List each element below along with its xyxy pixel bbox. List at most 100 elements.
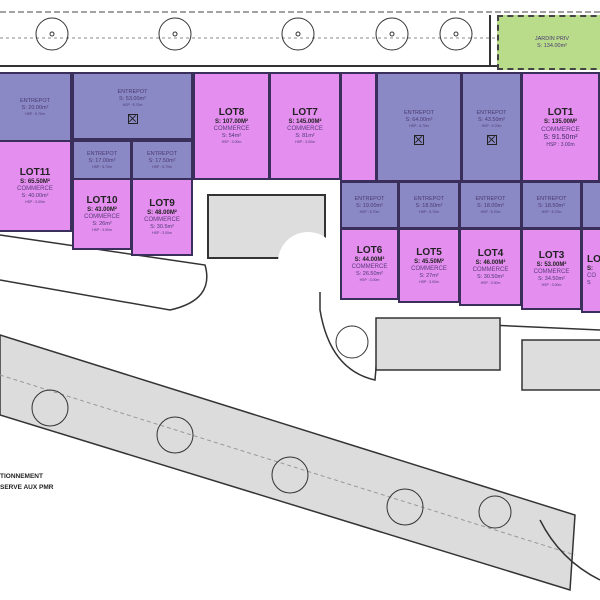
tree-icon: [386, 488, 424, 526]
road-right: [319, 240, 600, 381]
entrepot-cell: ENTREPOT S: 18.00m² HSP : 5.70m: [459, 181, 522, 229]
lot-area: S: 26.50m²: [356, 271, 383, 277]
lot-type: COMMERCE: [84, 214, 120, 220]
lot-7: LOT7 S: 145.00M² COMMERCE S: 81m² HSP : …: [269, 72, 341, 180]
jardin-area: S: 134.00m²: [537, 42, 567, 49]
entrepot-cell: ENTREPOT S: 17.00m² HSP : 5.70m: [72, 140, 132, 180]
tree-icon: [439, 17, 473, 51]
lot-area: S: 26m²: [92, 221, 112, 227]
lot-area: S: 34.50m²: [538, 276, 565, 282]
lot-type: COMMERCE: [17, 186, 53, 192]
lot-name: LOT3: [538, 250, 565, 261]
entrepot-label: ENTREPOT: [476, 109, 507, 116]
tree-icon: [35, 17, 69, 51]
tree-icon: [31, 389, 69, 427]
trees-parking: [31, 325, 512, 529]
jardin-label: JARDIN PRIV: [534, 35, 570, 42]
lot-area: S: 91.50m²: [543, 133, 578, 141]
entrepot-label: ENTREPOT: [20, 97, 50, 104]
entrepot-label: ENTREPOT: [536, 195, 567, 202]
lot-6: LOT6 S: 44.00M² COMMERCE S: 26.50m² HSP …: [340, 228, 399, 300]
road-curve: [539, 519, 600, 581]
entrepot-label: ENTREPOT: [404, 109, 434, 116]
entrepot-area: S: 43.50m²: [478, 116, 505, 123]
entrepot-hsp: HSP : 5.70m: [409, 123, 429, 128]
entrepot-area: S: 20.00m²: [21, 104, 49, 111]
entrepot-label: ENTREPOT: [354, 195, 385, 202]
lot-hsp: HSP : 3.00m: [152, 231, 172, 235]
gray-block: [207, 194, 326, 259]
lot-area: S: [587, 280, 591, 286]
entrepot-area: S: 53.00m²: [119, 95, 146, 102]
lot-10: LOT10 S: 43.00M² COMMERCE S: 26m² HSP : …: [72, 178, 132, 250]
lot-2: LOT2 S: CO S: [581, 228, 600, 313]
lot-name: LOT1: [547, 106, 574, 118]
lot-hsp: HSP : 3.00m: [480, 281, 501, 285]
entrepot-label: ENTREPOT: [117, 88, 148, 95]
parking-note-line2: SERVE AUX PMR: [0, 484, 54, 491]
tree-icon: [156, 416, 194, 454]
lot-hsp: HSP : 3.00m: [359, 278, 380, 282]
lot-total-area: S: 53.00M²: [536, 262, 567, 268]
entrepot-area: S: 17.00m²: [88, 157, 116, 164]
entrepot-area: S: 18.50m²: [538, 202, 565, 209]
tree-icon: [158, 17, 192, 51]
entrepot-hsp: HSP : 5.70m: [419, 209, 439, 214]
lot-total-area: S: 45.50M²: [414, 258, 444, 265]
column-icon: [414, 134, 424, 145]
tree-icon: [49, 31, 55, 37]
lot-type: COMMERCE: [351, 264, 388, 270]
lot-type: COMMERCE: [533, 269, 570, 275]
lot-hsp: HSP : 3.00m: [419, 279, 439, 284]
entrepot-hsp: HSP : 5.70m: [481, 123, 502, 128]
tree-icon: [478, 495, 512, 529]
lot-area: S: 81m²: [295, 133, 315, 139]
entrepot-hsp: HSP : 5.70m: [359, 209, 380, 214]
lot-hsp: HSP : 3.00m: [92, 228, 112, 232]
entrepot-hsp: HSP : 5.70m: [92, 164, 112, 169]
lot-area: S: 40.00m²: [21, 193, 49, 199]
entrepot-label: ENTREPOT: [87, 150, 117, 157]
lot-name: LOT5: [416, 246, 442, 258]
entrepot-label: ENTREPOT: [147, 150, 177, 157]
lot-hsp: HSP : 3.00m: [546, 141, 575, 148]
lot-name: LOT10: [86, 195, 118, 206]
entrepot-hsp: HSP : 5.70m: [122, 102, 143, 107]
lot-type: COMMERCE: [541, 125, 580, 133]
parking-strip: [0, 334, 576, 591]
entrepot-hsp: HSP : 5.70m: [152, 164, 172, 169]
lot-5: LOT5 S: 45.50M² COMMERCE S: 27m² HSP : 3…: [398, 228, 460, 303]
entrepot-cell: [581, 181, 600, 229]
lot-total-area: S: 44.00M²: [354, 257, 385, 263]
lot-1: LOT1 S: 135.00M² COMMERCE S: 91.50m² HSP…: [521, 72, 600, 182]
entrepot-area: S: 64.00m²: [405, 116, 433, 123]
entrepot-area: S: 18.50m²: [415, 202, 443, 209]
tree-icon: [271, 456, 309, 494]
entrepot-hsp: HSP : 5.70m: [480, 209, 501, 214]
lot-name: LOT8: [218, 107, 245, 118]
lot-type: COMMERCE: [144, 217, 180, 223]
parking-axis: [0, 374, 576, 556]
lot-name: LOT7: [292, 107, 318, 118]
entrepot-cell: ENTREPOT S: 18.50m² HSP : 5.70m: [521, 181, 582, 229]
lot-total-area: S: 107.00M²: [214, 119, 248, 125]
parking-note-line1: TIONNEMENT: [0, 473, 43, 480]
lot-total-area: S: 145.00M²: [288, 119, 322, 125]
lot-9: LOT9 S: 48.00M² COMMERCE S: 30.5m² HSP :…: [131, 178, 193, 256]
lot-type: COMMERCE: [213, 126, 250, 132]
lot-4: LOT4 S: 46.00M² COMMERCE S: 30.50m² HSP …: [459, 228, 522, 306]
entrepot-cell: ENTREPOT S: 53.00m² HSP : 5.70m: [72, 72, 193, 140]
lot-type: COMMERCE: [411, 265, 447, 272]
lot-name: LOT6: [356, 245, 383, 256]
lot-area: S: 30.5m²: [150, 224, 174, 230]
lot-8: LOT8 S: 107.00M² COMMERCE S: 54m² HSP : …: [193, 72, 270, 180]
entrepot-hsp: HSP : 5.70m: [541, 209, 562, 214]
entrepot-cell: ENTREPOT S: 17.50m² HSP : 5.70m: [131, 140, 193, 180]
entrepot-cell: ENTREPOT S: 20.00m² HSP : 5.70m: [0, 72, 72, 142]
parking-block: [521, 339, 600, 391]
lot-name: LOT2: [587, 254, 600, 265]
lot-area: S: 54m²: [221, 133, 242, 139]
lot-name: LOT9: [149, 198, 175, 209]
entrepot-label: ENTREPOT: [414, 195, 444, 202]
lot-annex: [340, 72, 377, 182]
